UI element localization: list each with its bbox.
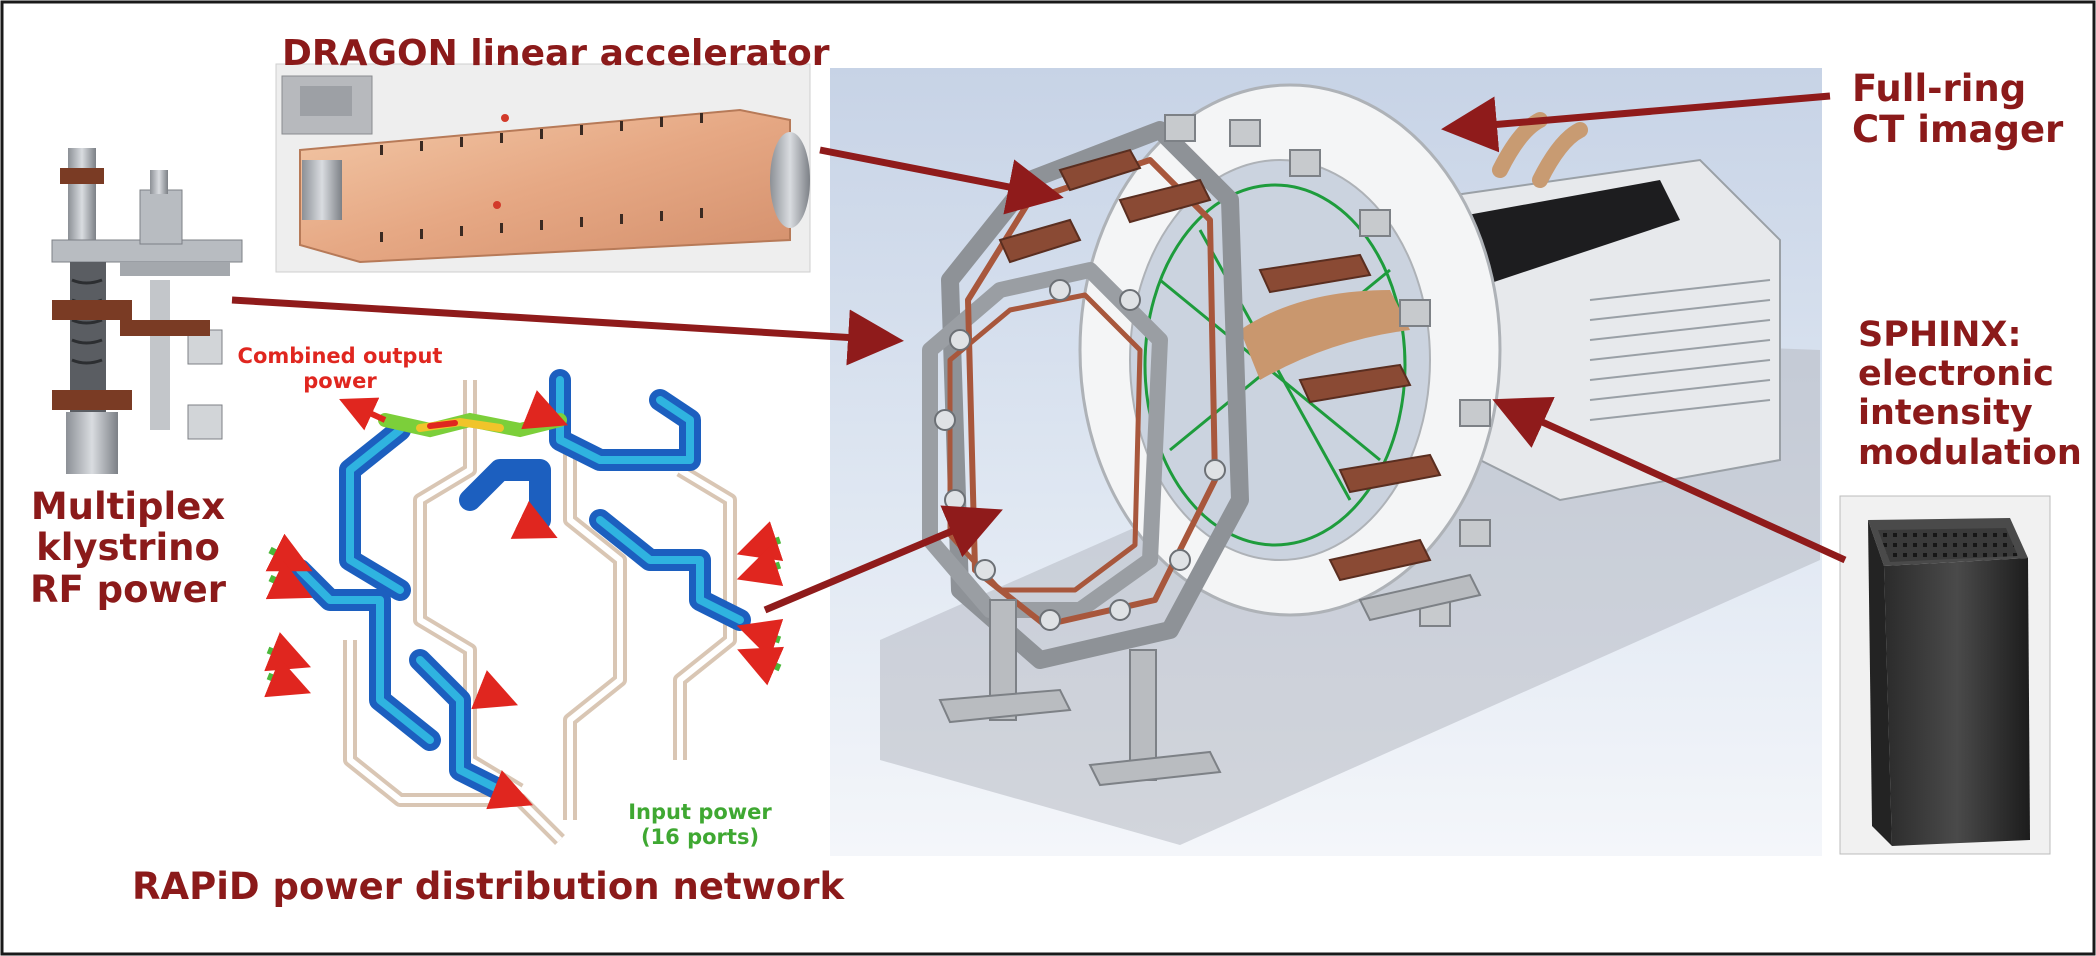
dragon-linac-image [275,63,811,273]
label-multiplex-line-3: RF power [29,567,227,611]
label-sphinx-line-3: intensity [1858,393,2033,434]
label-combined-output-line-1: Combined output [237,344,443,368]
arrow-multiplex [231,296,904,366]
arrow-full-ring [1441,92,1831,153]
label-multiplex-klystrino: Multiplex klystrino RF power [18,485,238,611]
arrow-sphinx [1492,396,1847,564]
sphinx-detector-image [1839,495,2051,855]
arrow-dragon [819,146,1064,215]
rapid-network-image [264,369,785,845]
label-sphinx-line-4: modulation [1858,432,2082,473]
ct-system-rendering [830,68,1822,856]
klystrino-device-image [51,148,243,474]
pointer-arrows [231,92,1847,614]
label-combined-output-line-2: power [303,368,377,393]
label-full-ring-line-1: Full-ring [1852,67,2027,110]
label-input-power-line-1: Input power [628,800,772,824]
label-rapid-network: RAPiD power distribution network [132,865,845,908]
label-full-ring: Full-ring CT imager [1852,68,2063,151]
label-multiplex-line-1: Multiplex [30,485,226,528]
label-sphinx: SPHINX: electronic intensity modulation [1858,315,2082,473]
label-combined-output: Combined output power [230,344,450,394]
label-sphinx-line-1: SPHINX: [1858,315,2022,355]
arrow-rapid [763,505,1003,614]
label-sphinx-line-2: electronic [1858,354,2054,395]
label-input-power-line-2: (16 ports) [640,824,760,849]
label-input-power: Input power (16 ports) [610,800,790,850]
label-dragon-linac: DRAGON linear accelerator [282,33,830,74]
label-multiplex-line-2: klystrino [36,526,220,570]
label-full-ring-line-2: CT imager [1852,108,2064,152]
